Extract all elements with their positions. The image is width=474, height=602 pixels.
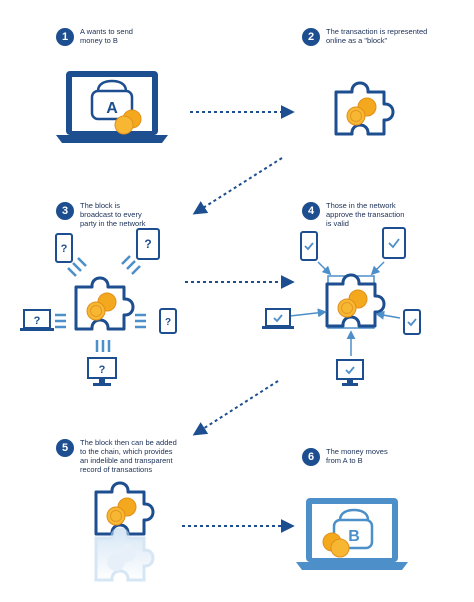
step-6: 6 The money moves from A to B [302, 447, 388, 466]
approved-block-icon [325, 273, 386, 328]
step-text: The money moves from A to B [326, 447, 388, 465]
step-text: A wants to send money to B [80, 27, 133, 45]
step-number: 6 [302, 448, 320, 466]
laptop-b-icon: B [296, 498, 408, 570]
step-number: 1 [56, 28, 74, 46]
laptop-a-icon: A [56, 71, 168, 143]
step-5: 5 The block then can be added to the cha… [56, 438, 177, 474]
step-text: The block then can be added to the chain… [80, 438, 177, 474]
phone-check-icon-2 [403, 309, 421, 335]
unknown-mark: ? [61, 243, 68, 255]
step-number: 4 [302, 202, 320, 220]
unknown-mark: ? [34, 315, 41, 327]
broadcast-waves [55, 255, 146, 352]
tablet-check-icon [382, 227, 406, 259]
step-number: 3 [56, 202, 74, 220]
phone-question-icon-2: ? [159, 308, 177, 334]
step-3: 3 The block is broadcast to every party … [56, 201, 145, 228]
unknown-mark: ? [144, 237, 151, 251]
wallet-label-b: B [348, 528, 360, 545]
monitor-check-icon [336, 359, 364, 386]
tablet-question-icon: ? [136, 228, 160, 260]
broadcast-block-icon [74, 276, 135, 331]
chain-block-icon [94, 481, 155, 536]
phone-check-icon [300, 231, 318, 261]
approval-arrows [289, 261, 401, 356]
step-text: The transaction is represented online as… [326, 27, 428, 45]
step-text: The block is broadcast to every party in… [80, 201, 146, 228]
phone-question-icon: ? [55, 233, 73, 263]
step-number: 2 [302, 28, 320, 46]
step-1: 1 A wants to send money to B [56, 27, 133, 46]
step-2: 2 The transaction is represented online … [302, 27, 427, 46]
chain-ghost-block-icon [94, 527, 155, 582]
unknown-mark: ? [99, 364, 106, 376]
monitor-question-icon: ? [87, 357, 117, 386]
block-puzzle-icon [334, 81, 395, 136]
arrow-4-to-5 [192, 380, 279, 436]
laptop-question-icon: ? [20, 309, 54, 331]
step-number: 5 [56, 439, 74, 457]
wallet-label-a: A [106, 100, 118, 117]
step-text: Those in the network approve the transac… [326, 201, 405, 228]
arrow-2-to-3 [192, 157, 283, 215]
step-4: 4 Those in the network approve the trans… [302, 201, 404, 228]
unknown-mark: ? [165, 317, 171, 328]
laptop-check-icon [262, 308, 294, 329]
